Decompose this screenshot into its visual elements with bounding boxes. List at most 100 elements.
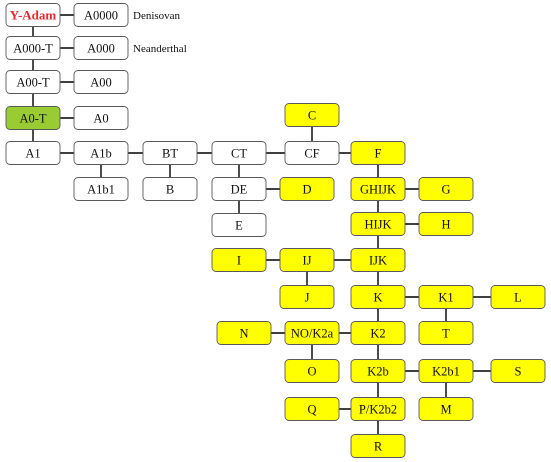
node-k2: K2 [350, 321, 406, 345]
node-label-bt: BT [162, 147, 178, 161]
node-l: L [490, 285, 546, 309]
node-ghijk: GHIJK [350, 177, 406, 201]
node-m: M [418, 397, 474, 421]
node-box-k2 [350, 321, 406, 345]
node-de: DE [211, 177, 267, 201]
node-label-a000t: A000-T [13, 42, 53, 56]
node-box-a1 [5, 141, 61, 165]
node-box-t [418, 321, 474, 345]
node-o: O [284, 359, 340, 383]
node-label-a1b: A1b [90, 147, 112, 161]
node-hijk: HIJK [350, 212, 406, 236]
node-box-l [490, 285, 546, 309]
node-g: G [418, 177, 474, 201]
side-label-neanderthal: Neanderthal [133, 43, 187, 55]
node-box-a00t [5, 70, 61, 94]
node-h: H [418, 212, 474, 236]
node-label-b: B [166, 183, 174, 197]
node-k: K [350, 285, 406, 309]
node-box-k [350, 285, 406, 309]
node-label-a1b1: A1b1 [87, 183, 115, 197]
node-label-d: D [302, 183, 311, 197]
node-box-q [284, 397, 340, 421]
node-label-g: G [441, 183, 450, 197]
node-box-d [279, 177, 335, 201]
node-a0t: A0-T [5, 106, 61, 130]
node-label-m: M [440, 403, 451, 417]
node-box-bt [142, 141, 198, 165]
node-bt: BT [142, 141, 198, 165]
node-label-ijk: IJK [369, 254, 387, 268]
node-label-a00t: A00-T [16, 76, 50, 90]
node-box-s [490, 359, 546, 383]
node-r: R [350, 434, 406, 458]
node-box-de [211, 177, 267, 201]
node-d: D [279, 177, 335, 201]
node-label-a00: A00 [90, 76, 112, 90]
node-label-h: H [441, 218, 450, 232]
node-e: E [211, 213, 267, 237]
node-k2b: K2b [350, 359, 406, 383]
node-label-a0t: A0-T [19, 112, 46, 126]
node-label-q: Q [307, 403, 316, 417]
node-box-f [350, 141, 406, 165]
node-a00t: A00-T [5, 70, 61, 94]
node-label-a0: A0 [93, 112, 108, 126]
node-j: J [279, 285, 335, 309]
node-label-y_adam: Y-Adam [10, 8, 57, 23]
node-label-hijk: HIJK [364, 218, 391, 232]
side-label-denisovan: Denisovan [133, 10, 181, 22]
node-box-ct [211, 141, 267, 165]
node-label-c: C [308, 109, 316, 123]
node-i: I [211, 248, 267, 272]
node-f: F [350, 141, 406, 165]
node-box-a0000 [73, 3, 129, 27]
node-ijk: IJK [350, 248, 406, 272]
node-label-ct: CT [231, 147, 247, 161]
node-label-de: DE [231, 183, 248, 197]
node-label-k1: K1 [438, 291, 453, 305]
node-a1b: A1b [73, 141, 129, 165]
node-label-k: K [373, 291, 382, 305]
node-box-k2b1 [418, 359, 474, 383]
node-a1b1: A1b1 [73, 177, 129, 201]
node-box-b [142, 177, 198, 201]
node-box-h [418, 212, 474, 236]
node-box-pk2b2 [350, 397, 406, 421]
node-label-a0000: A0000 [84, 9, 118, 23]
node-label-cf: CF [304, 147, 319, 161]
node-a000t: A000-T [5, 36, 61, 60]
node-box-nok2a [284, 321, 340, 345]
node-q: Q [284, 397, 340, 421]
node-label-e: E [235, 219, 243, 233]
node-a00: A00 [73, 70, 129, 94]
node-label-n: N [239, 327, 248, 341]
node-label-a000: A000 [87, 42, 115, 56]
node-box-a00 [73, 70, 129, 94]
node-label-k2b1: K2b1 [432, 365, 460, 379]
node-box-o [284, 359, 340, 383]
node-label-a1: A1 [25, 147, 40, 161]
node-label-s: S [515, 365, 522, 379]
node-a0000: A0000 [73, 3, 129, 27]
node-label-nok2a: NO/K2a [291, 327, 334, 341]
node-label-o: O [307, 365, 316, 379]
node-label-l: L [514, 291, 522, 305]
node-a0: A0 [73, 106, 129, 130]
node-box-n [216, 321, 272, 345]
node-k2b1: K2b1 [418, 359, 474, 383]
node-box-cf [284, 141, 340, 165]
node-a1: A1 [5, 141, 61, 165]
node-box-a1b1 [73, 177, 129, 201]
node-pk2b2: P/K2b2 [350, 397, 406, 421]
node-box-a1b [73, 141, 129, 165]
node-box-ghijk [350, 177, 406, 201]
node-box-hijk [350, 212, 406, 236]
node-label-t: T [442, 327, 450, 341]
node-box-g [418, 177, 474, 201]
node-c: C [284, 103, 340, 127]
node-label-f: F [375, 147, 382, 161]
node-label-pk2b2: P/K2b2 [359, 403, 397, 417]
